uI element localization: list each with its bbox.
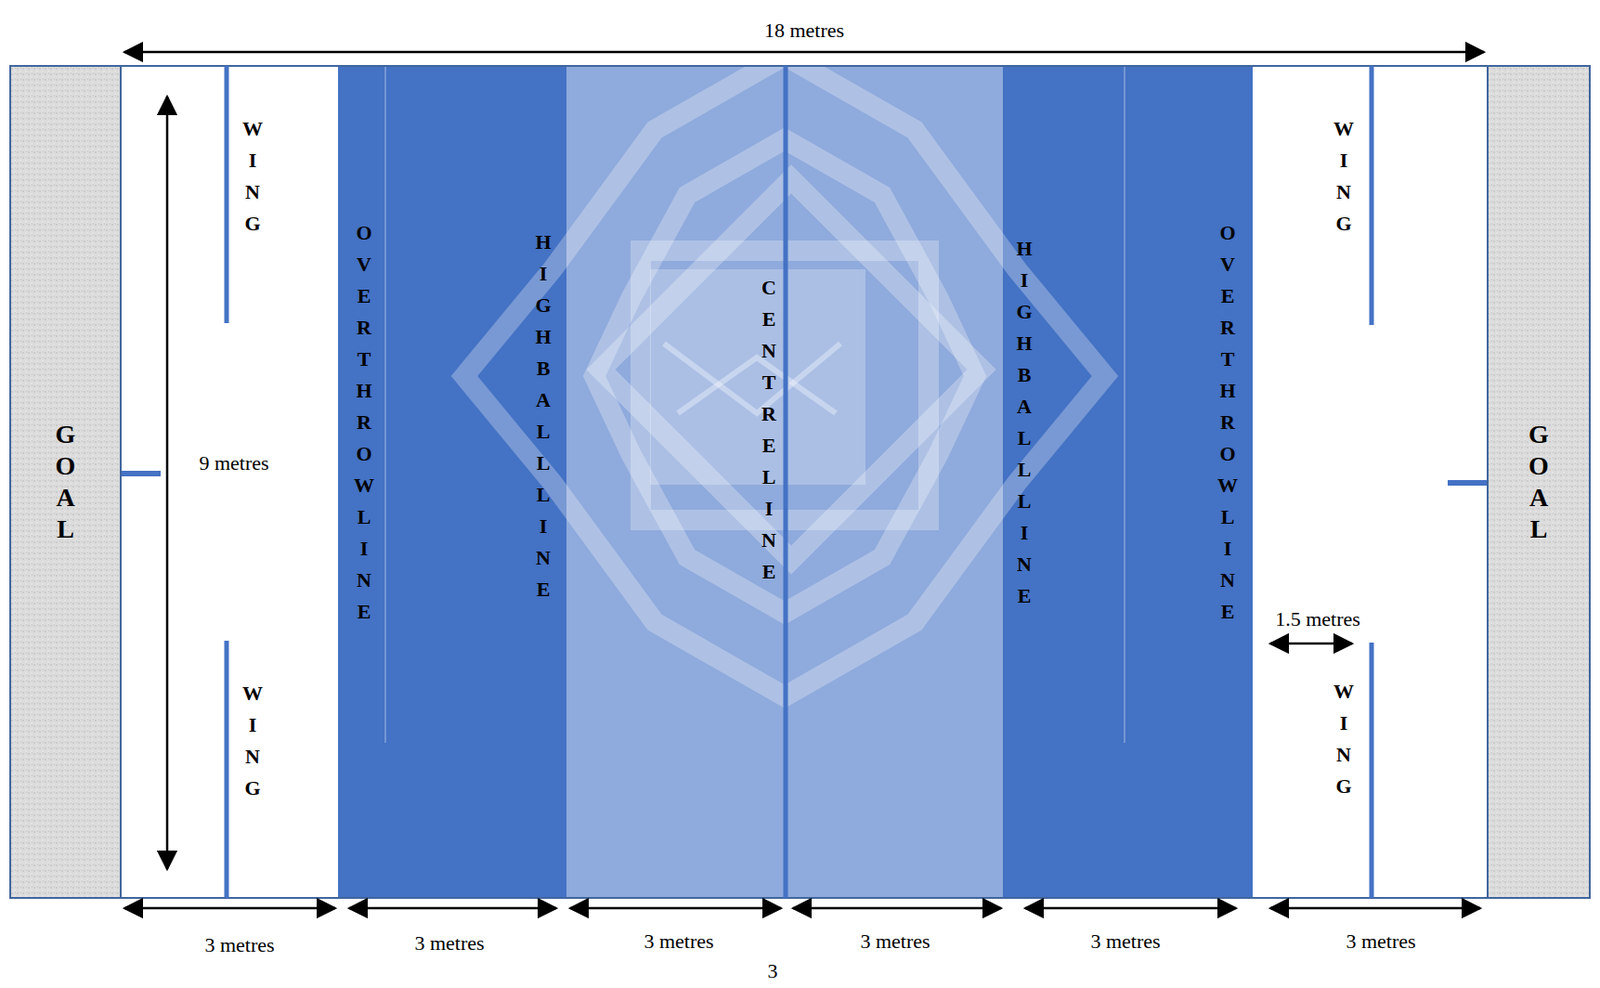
goal-label: GOAL	[1525, 418, 1552, 546]
dimension-label: 18 metres	[764, 18, 845, 43]
line-label: CENTRE LINE	[758, 272, 780, 588]
dimension-label: 3 metres	[643, 929, 714, 954]
watermark	[650, 269, 866, 485]
wing-line	[1369, 65, 1375, 326]
dimension-label: 1.5 metres	[1274, 607, 1361, 632]
line-label: HIGH BALL LINE	[1014, 233, 1035, 612]
dimension-label: 3 metres	[859, 929, 930, 954]
court-band	[338, 65, 567, 898]
dimension-label: 3 metres	[1345, 929, 1416, 954]
zone-label: WING	[242, 677, 263, 805]
goal-mark	[1447, 480, 1487, 486]
centre-line	[783, 65, 789, 898]
court-band	[566, 65, 1003, 898]
dimension-label: 3 metres	[204, 933, 274, 958]
court-band	[1252, 65, 1488, 898]
line-label: OVER THROW LINE	[353, 217, 375, 628]
dimension-label: 9 metres	[198, 451, 269, 476]
zone-label: WING	[1333, 113, 1354, 240]
zone-label: WING	[1333, 676, 1354, 803]
faint-line	[384, 9, 387, 743]
court-outline	[120, 65, 1488, 898]
dimension-arrow	[124, 52, 1484, 909]
page-number: 3	[767, 959, 779, 984]
dimension-label: 3 metres	[1090, 929, 1160, 954]
wing-line	[1369, 642, 1375, 898]
zone-label: WING	[242, 113, 263, 240]
goal-area	[1487, 65, 1590, 898]
goal-zone: GOAL	[1487, 65, 1590, 898]
goal-label: GOAL	[52, 418, 79, 546]
goal-area	[10, 65, 121, 898]
court-band	[1002, 65, 1253, 898]
goal-zone: GOAL	[10, 65, 121, 898]
watermark	[663, 343, 841, 414]
goal-mark	[121, 470, 161, 477]
line-label: HIGH BALL LINE	[533, 226, 554, 606]
wing-line	[224, 640, 230, 898]
faint-line	[1123, 9, 1126, 743]
dimension-label: 3 metres	[414, 931, 484, 956]
wing-line	[224, 65, 230, 324]
line-label: OVER THROW LINE	[1217, 217, 1238, 628]
court-band	[120, 65, 339, 898]
